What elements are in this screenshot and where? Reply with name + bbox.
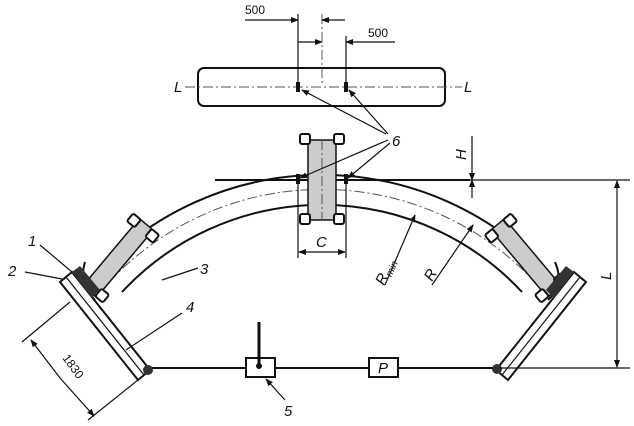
callout-3: 3: [200, 261, 209, 278]
left-support-plate: [58, 266, 153, 382]
force-box-p: [368, 357, 399, 378]
center-flange: [299, 133, 345, 225]
callout-4: 4: [186, 299, 194, 316]
dimension-c-label: C: [316, 234, 327, 251]
straight-pipe: [185, 67, 462, 107]
dynamometer-5: [245, 322, 276, 378]
svg-text:Rmin: Rmin: [372, 256, 401, 289]
callout-1: 1: [28, 233, 36, 250]
callout-2: 2: [7, 263, 17, 280]
pipe-axis-label-left: L: [174, 79, 182, 96]
force-label-p: P: [378, 360, 388, 377]
dimension-1830: [21, 301, 139, 421]
radius-min-label: Rmin: [372, 256, 401, 289]
dimension-h-label: H: [453, 149, 470, 160]
pipe-axis-label-right: L: [464, 79, 472, 96]
callout-6-leaders: [299, 89, 391, 179]
right-support-plate: [492, 266, 588, 382]
callout-5: 5: [284, 403, 293, 420]
dimension-500-left-label: 500: [245, 3, 265, 17]
dimension-c: [297, 184, 347, 258]
radius-leader: [431, 224, 474, 286]
radius-min-leader: [384, 214, 416, 286]
callout-6: 6: [392, 133, 401, 150]
dimension-500-right-label: 500: [368, 26, 388, 40]
radius-label: R: [421, 266, 441, 284]
dimension-500: [245, 14, 395, 84]
callout-1-leader: [39, 244, 73, 273]
dimension-l-label: L: [598, 272, 615, 280]
dimension-1830-label: 1830: [60, 352, 87, 382]
dimension-l: [470, 179, 630, 369]
